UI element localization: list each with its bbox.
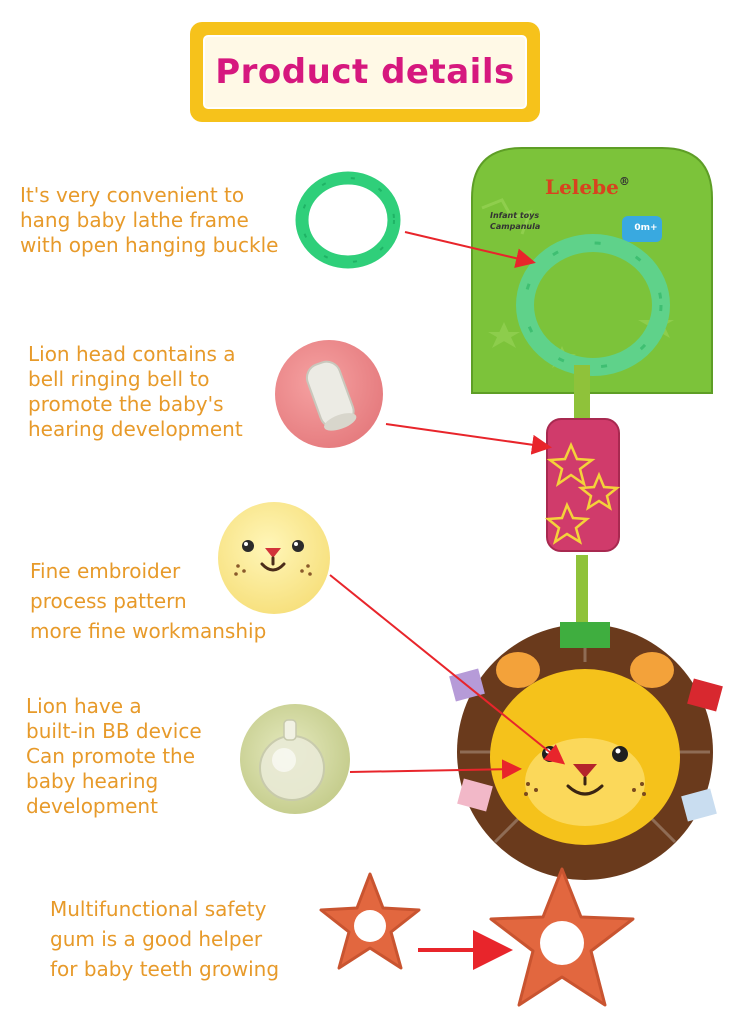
header-inner: Product details	[200, 32, 530, 112]
feature-line: process pattern	[30, 589, 187, 613]
package-line-1: Infant toys	[490, 211, 540, 220]
feature-text-embroidery: Fine embroider process pattern more fine…	[30, 556, 266, 646]
feature-text-ring: It's very convenient to hang baby lathe …	[20, 183, 278, 258]
feature-line: promote the baby's	[28, 392, 224, 416]
feature-line: Multifunctional safety	[50, 897, 267, 921]
feature-line: Lion have a	[26, 694, 142, 718]
smiley-face-icon	[234, 540, 312, 576]
feature-line: It's very convenient to	[20, 183, 245, 207]
teether-icon	[319, 872, 421, 970]
squeaker-icon	[259, 719, 325, 801]
bell-detail-image	[275, 340, 383, 448]
feature-line: with open hanging buckle	[20, 233, 279, 257]
feature-line: bell ringing bell to	[28, 367, 210, 391]
arrow-bell	[385, 423, 552, 455]
feature-line: baby hearing	[26, 769, 159, 793]
page-title: Product details	[215, 52, 515, 92]
hanging-ring	[516, 234, 670, 376]
bb-device-detail-image	[240, 704, 350, 814]
package-line-2: Campanula	[490, 222, 541, 231]
embroidery-detail-image	[218, 502, 330, 614]
age-badge: 0m+	[634, 223, 658, 233]
feature-line: Lion head contains a	[28, 342, 236, 366]
feature-text-bell: Lion head contains a bell ringing bell t…	[28, 342, 243, 442]
feature-line: for baby teeth growing	[50, 957, 280, 981]
feature-line: hearing development	[28, 417, 243, 441]
feature-line: built-in BB device	[26, 719, 202, 743]
ring-icon	[295, 171, 401, 269]
feature-line: Can promote the	[26, 744, 196, 768]
lion-toy	[449, 622, 723, 880]
brand-name: Lelebe	[545, 175, 619, 199]
big-teether	[489, 867, 635, 1007]
feature-text-bb-device: Lion have a built-in BB device Can promo…	[26, 694, 202, 819]
feature-line: more fine workmanship	[30, 619, 267, 643]
feature-line: hang baby lathe frame	[20, 208, 249, 232]
registered-mark: ®	[618, 175, 630, 188]
brand-logo: Lelebe®	[545, 175, 630, 199]
feature-line: development	[26, 794, 158, 818]
package-subtitle: Infant toys Campanula	[490, 210, 540, 232]
bell-icon	[305, 360, 357, 431]
header-banner: Product details	[190, 22, 540, 122]
feature-line: gum is a good helper	[50, 927, 263, 951]
feature-line: Fine embroider	[30, 559, 181, 583]
feature-text-teether: Multifunctional safety gum is a good hel…	[50, 894, 279, 984]
rattle-tube	[544, 418, 621, 552]
